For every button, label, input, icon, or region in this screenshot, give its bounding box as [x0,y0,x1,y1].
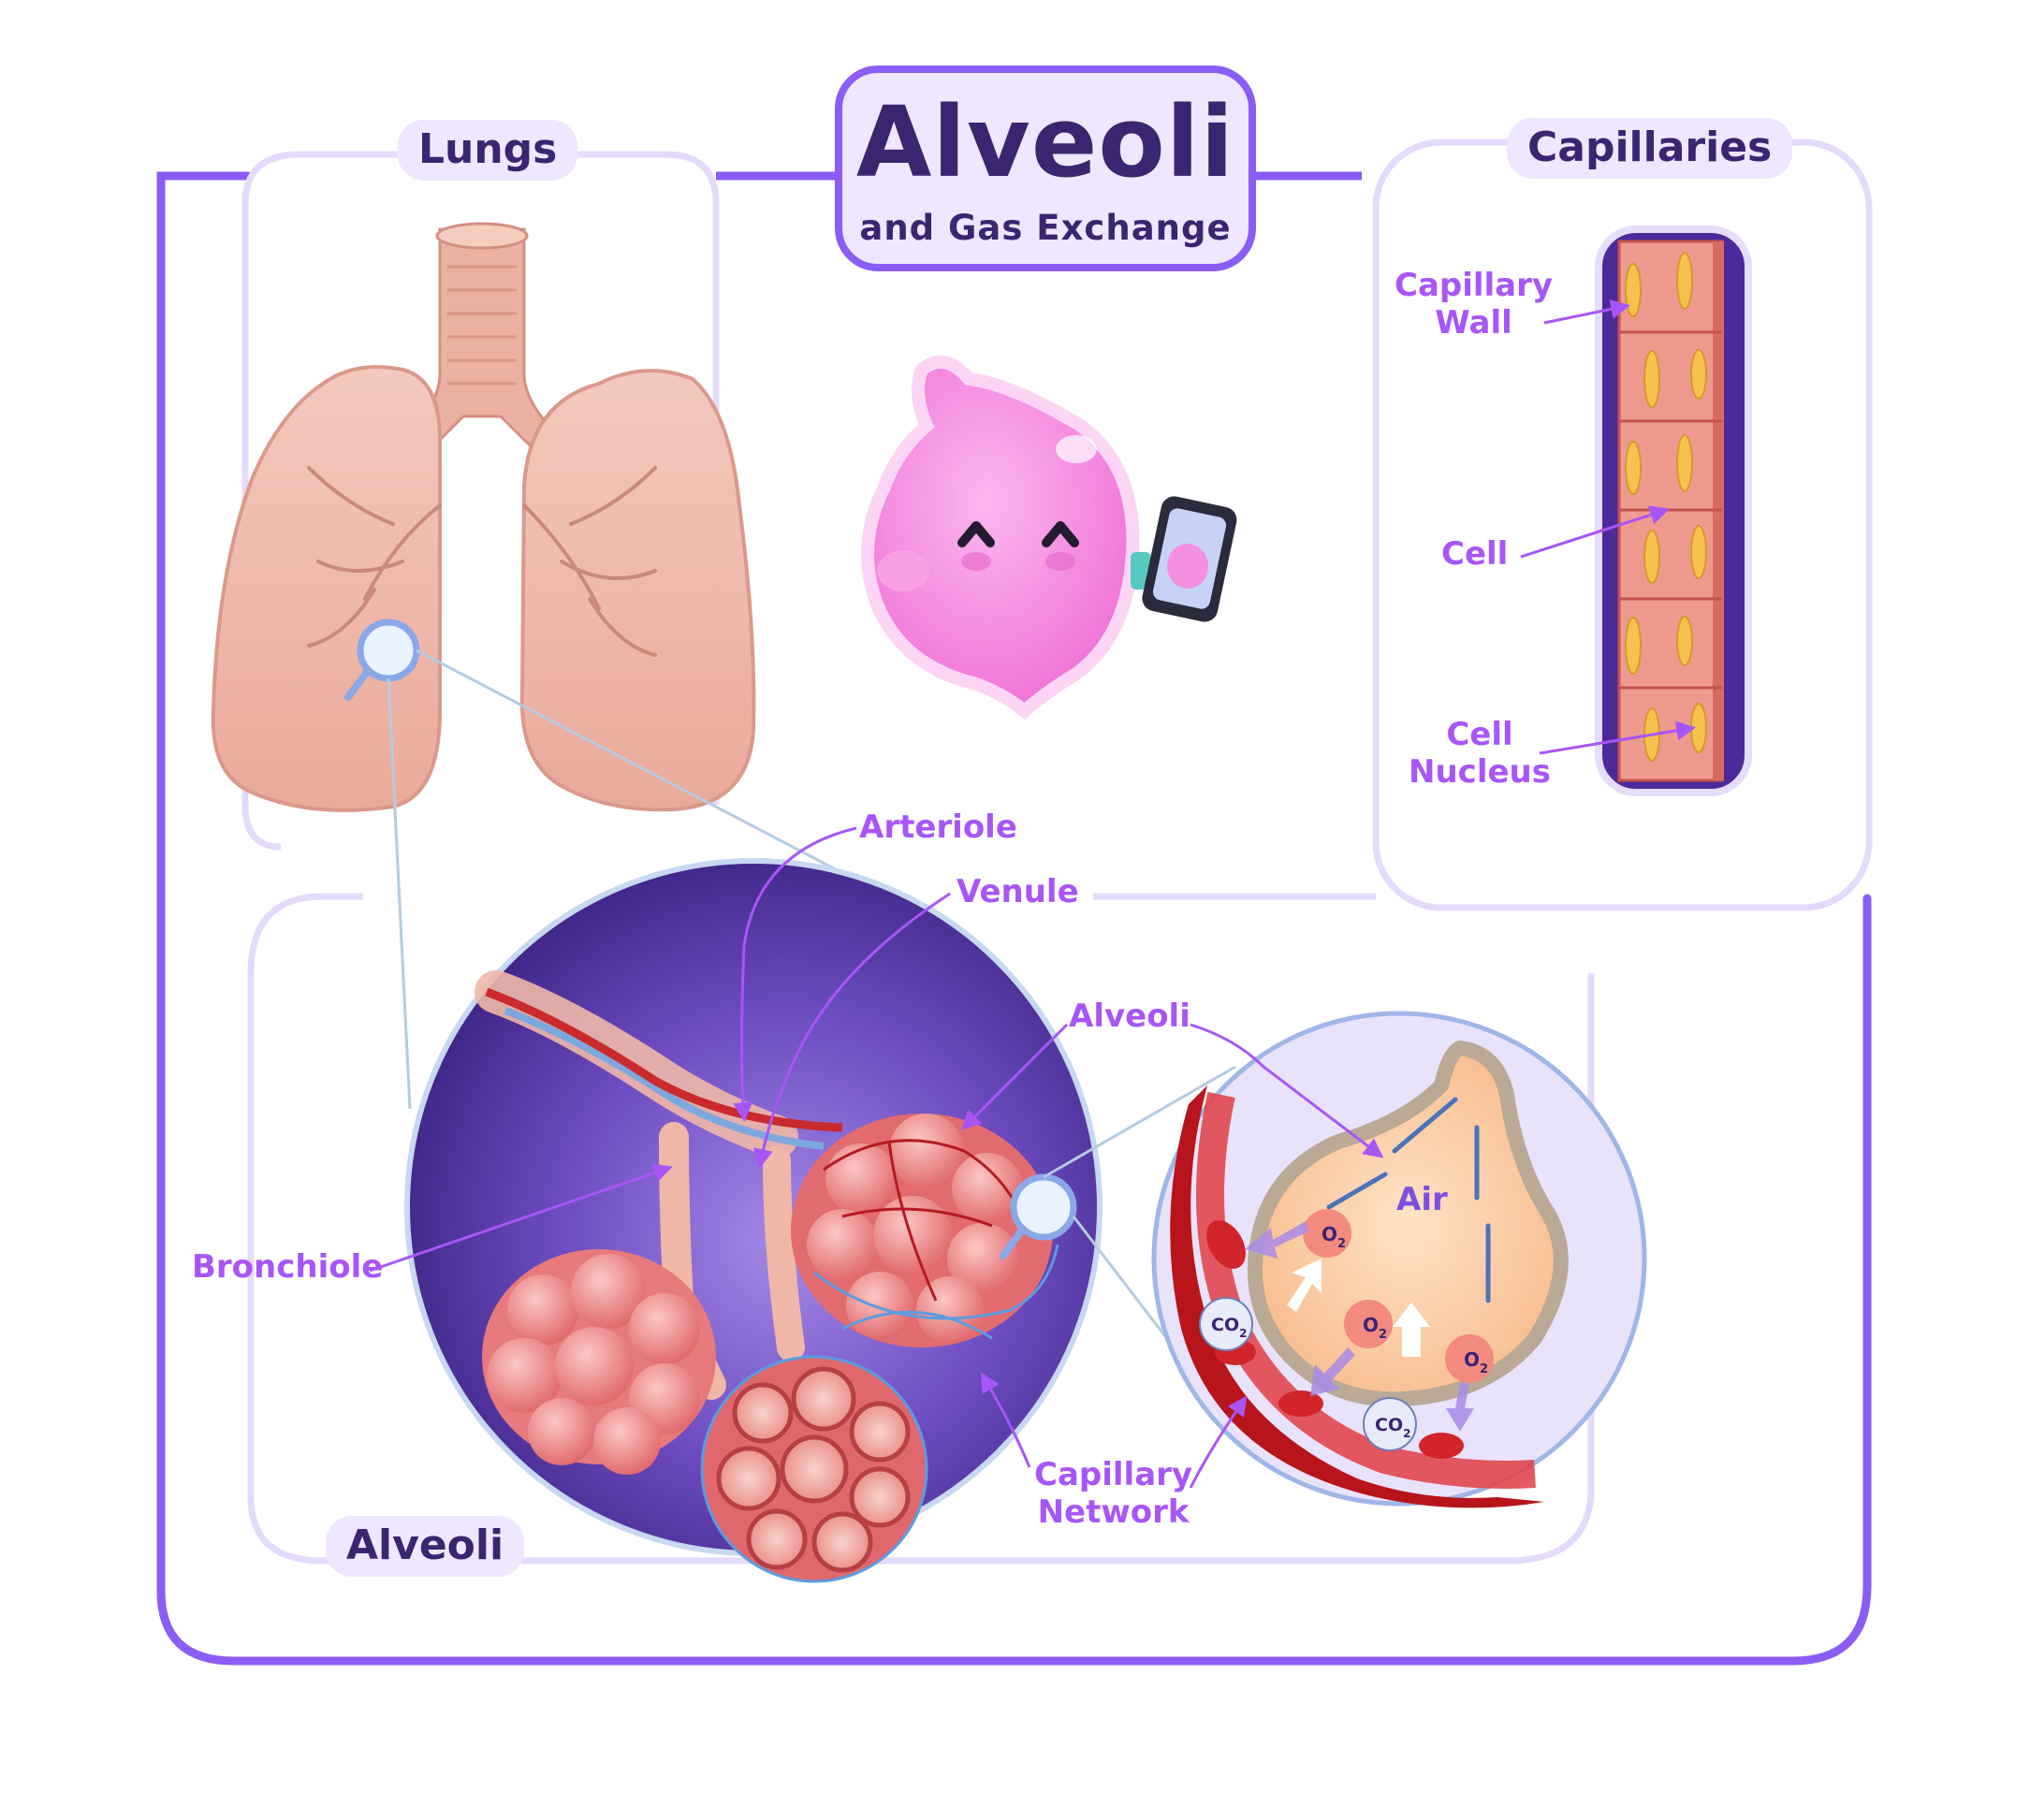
page-title: Alveoli [855,85,1235,199]
pointer-bronchiole [369,1163,673,1273]
mascot-eye-left [957,521,995,547]
mascot-eye-right [1042,521,1079,547]
alveolus-sac [1247,1040,1569,1407]
zoom-line [1043,1065,1236,1179]
lungs-illustration [211,222,937,1110]
page-subtitle: and Gas Exchange [859,208,1232,248]
o2-arrow-icon [1446,1383,1474,1432]
main-frame [156,171,1872,1666]
pointer-cell-nucleus [1539,721,1697,755]
alveolus-mascot [861,356,1237,721]
section-heading-alveoli: Alveoli [326,1516,525,1577]
red-blood-cells [1206,1220,1464,1459]
o2-label: O2 [1363,1314,1387,1342]
lungs-panel [241,151,720,851]
o2-arrow-icon [1310,1347,1355,1396]
zoom-line [387,677,412,1110]
label-alveoli: Alveoli [1069,997,1190,1035]
section-heading-lungs: Lungs [398,120,578,181]
pointer-capillary-network [980,1372,1031,1468]
label-arteriole: Arteriole [859,808,1017,846]
capillary-vessel [1595,226,1752,796]
label-capillary-wall: Capillary Wall [1395,267,1554,342]
pointer-alveoli-detail [1190,1023,1384,1158]
co2-arrow-icon [1287,1259,1322,1312]
co2-molecule [1363,1397,1417,1451]
pointer-venule [753,892,951,1170]
o2-label: O2 [1464,1348,1488,1376]
alveoli-cluster-left [482,1249,716,1475]
co2-molecules [1199,1297,1417,1451]
label-air: Air [1396,1181,1448,1218]
pointer-capillary-wall [1543,299,1631,325]
label-cell: Cell [1441,535,1509,573]
o2-label: O2 [1322,1223,1346,1251]
oxygen-molecule [1303,1209,1351,1258]
pointer-alveoli [961,1023,1069,1130]
label-venule: Venule [957,873,1079,910]
o2-arrow-icon [1245,1221,1308,1259]
alveoli-sphere [404,858,1103,1583]
alveoli-cluster-cutaway [700,1355,928,1583]
co2-label: CO2 [1211,1315,1247,1340]
co2-label: CO2 [1375,1415,1410,1440]
pointer-arteriole [733,826,857,1123]
label-capillary-network: Capillary Network [1034,1456,1193,1532]
oxygen-molecules [1303,1209,1494,1383]
label-cell-nucleus: Cell Nucleus [1409,716,1551,792]
alveoli-panel [247,893,1595,1565]
section-heading-capillaries: Capillaries [1507,118,1793,179]
pointer-cell [1520,505,1670,559]
label-bronchiole: Bronchiole [192,1248,384,1286]
pointer-capillary-network-detail [1189,1395,1248,1489]
co2-arrow-icon [1393,1303,1430,1357]
co2-molecule [1199,1297,1253,1351]
oxygen-molecule [1344,1300,1393,1348]
gas-exchange-detail [1151,1011,1647,1508]
left-lung-shape [519,369,756,812]
title-badge: Alveoli and Gas Exchange [835,66,1256,271]
oxygen-molecule [1445,1334,1494,1383]
right-lung-shape [211,365,442,812]
alveoli-cluster-top [791,1114,1059,1347]
